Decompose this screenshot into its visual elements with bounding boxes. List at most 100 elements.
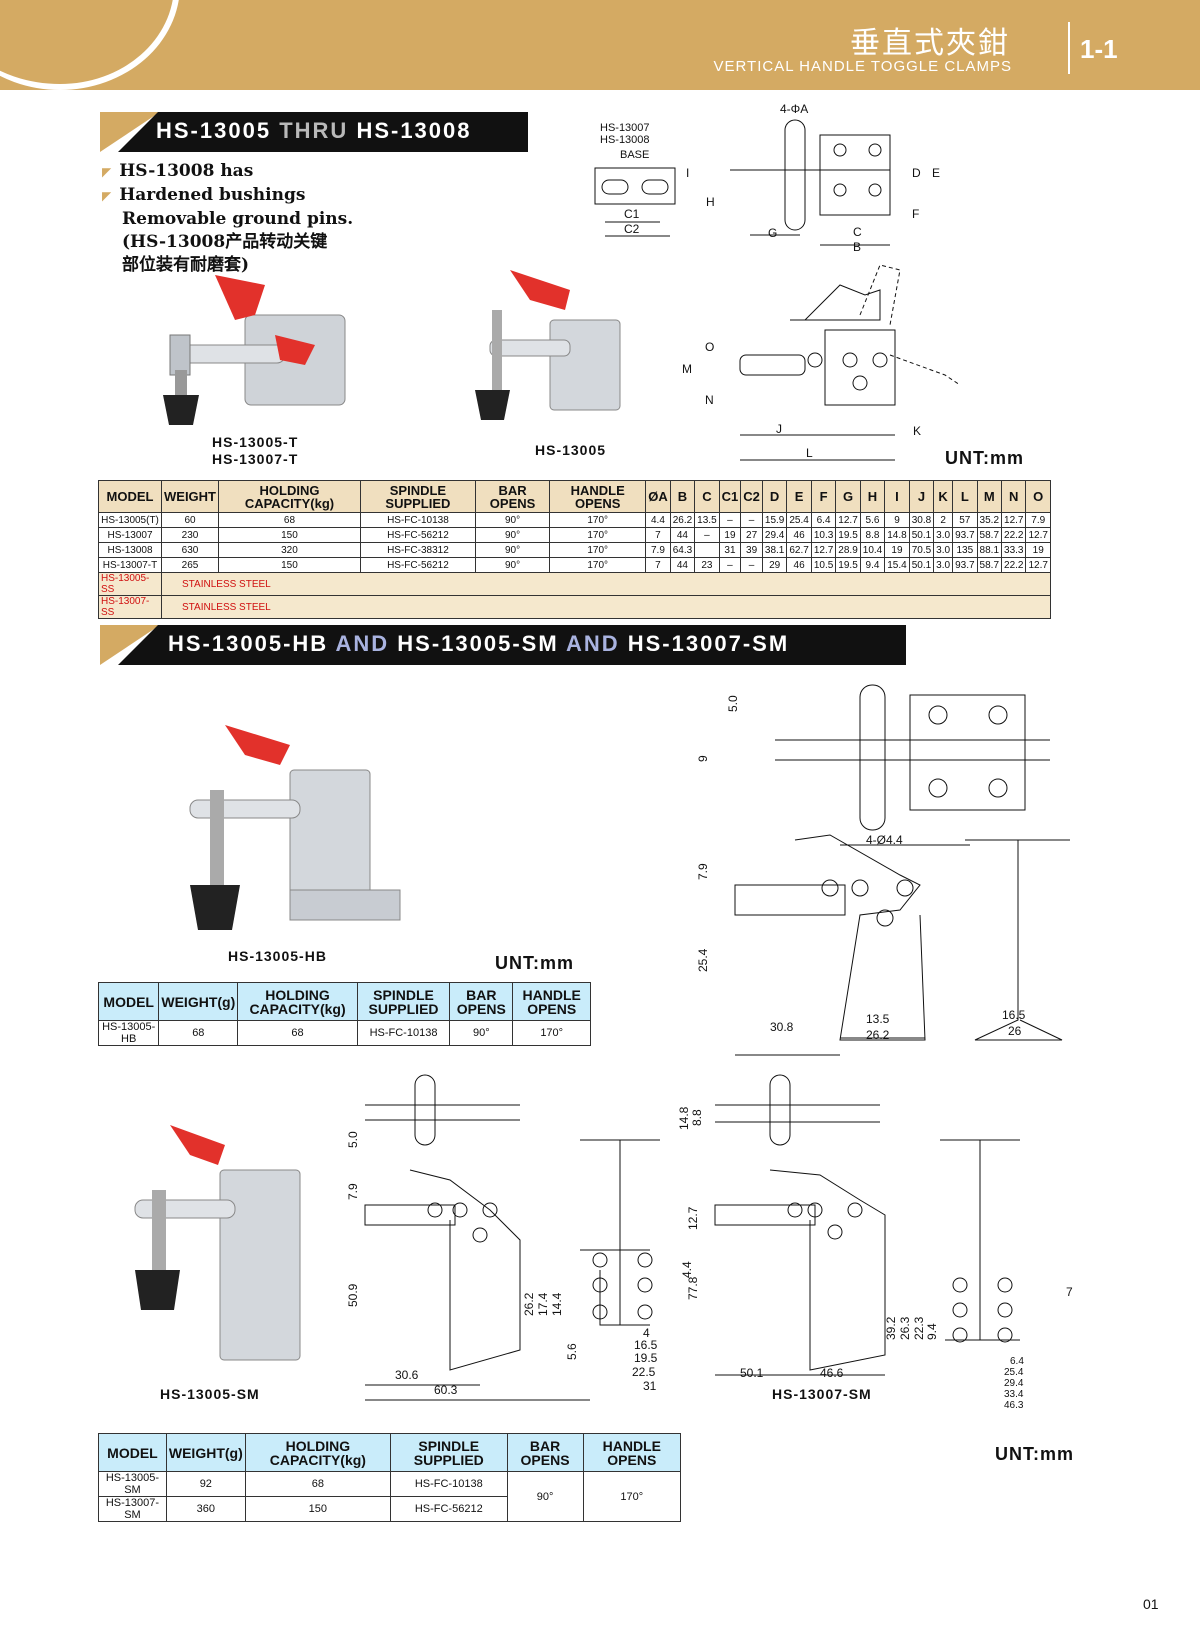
column-header: HANDLE OPENS [512,982,591,1021]
table-cell: 64.3 [669,542,696,558]
table-cell: 14.8 [884,527,910,543]
table-cell: HS-13005-HB [97,1020,160,1046]
banner-title: HS-13005 THRU HS-13008 [156,118,472,143]
dim-label: 13.5 [866,1012,890,1026]
table-cell: 150 [218,527,361,543]
sm-technical-drawing [364,1074,660,1401]
table-cell: – [718,512,742,528]
dim-label: 16.5 [1002,1008,1026,1022]
column-header: B [669,480,696,513]
clamp-photo-hs13005t [163,275,346,425]
table-cell: HS-13007 [98,527,162,543]
column-header: WEIGHT(g) [165,1433,246,1472]
table-cell: 46 [786,527,812,543]
banner-title: HS-13005-HB AND HS-13005-SM AND HS-13007… [168,631,790,656]
table-cell: – [740,557,763,573]
table-cell: 26.2 [669,512,696,528]
dim-label: 77.8 [686,1276,700,1300]
dim-label: 4 [643,1326,650,1340]
table-cell: 44 [669,557,696,573]
table-cell: 2 [933,512,954,528]
table-cell: 5.6 [859,512,886,528]
dim-label: 31 [643,1379,657,1393]
table-cell: 39 [740,542,763,558]
column-header: C [694,480,720,513]
table-cell: 58.7 [976,527,1003,543]
column-header: BAR OPENS [474,480,551,513]
table-cell: 3.0 [933,557,954,573]
clamp-technical-drawing [730,119,961,461]
table-cell: 15.4 [884,557,910,573]
title-english: VERTICAL HANDLE TOGGLE CLAMPS [713,58,1012,75]
dim-label: B [853,240,862,254]
column-header: MODEL [97,982,160,1021]
dim-label: 19.5 [634,1351,658,1365]
table-cell: 68 [218,512,361,528]
table-cell: 9 [884,512,910,528]
unit-label: UNT:mm [495,953,575,973]
table-cell [694,542,720,558]
table-cell: 135 [952,542,978,558]
sm7-technical-drawing [714,1074,1020,1376]
column-header: WEIGHT [161,480,219,513]
table-cell: 90° [474,557,551,573]
table-cell: 10.5 [810,557,837,573]
photo-caption: HS-13005-HB [228,948,327,964]
table-cell: 19 [884,542,910,558]
dim-label: 7.9 [696,863,710,880]
table-cell: STAINLESS STEEL [161,595,1051,619]
table-cell: 19 [718,527,742,543]
table-cell: 12.7 [1025,527,1051,543]
dim-label: J [776,422,782,436]
note-item: 部位装有耐磨套) [122,255,250,275]
table-cell: 90° [474,542,551,558]
column-header: M [976,480,1003,513]
dim-label: 29.4 [1004,1378,1024,1389]
column-header: HANDLE OPENS [582,1433,682,1472]
table-cell: 7 [645,527,671,543]
dim-label: 22.3 [912,1316,926,1340]
dim-label: 17.4 [536,1292,550,1316]
dim-label: 26.3 [898,1316,912,1340]
table-cell: 25.4 [786,512,812,528]
table-cell: 29.4 [761,527,788,543]
dim-label: 4.4 [680,1261,694,1278]
dim-label: C [853,225,862,239]
table-cell: 68 [158,1020,239,1046]
dim-label: 25.4 [1004,1367,1024,1378]
column-header: HOLDING CAPACITY(kg) [218,480,361,513]
table-cell: HS-13007-T [98,557,162,573]
table-cell: 170° [549,542,647,558]
table-cell: 62.7 [786,542,812,558]
table-cell: 3.0 [933,527,954,543]
dim-label: M [682,362,692,376]
table-cell: 230 [161,527,219,543]
dim-label: 39.2 [884,1316,898,1340]
dim-label: 5.0 [346,1131,360,1148]
note-item: ◤Hardened bushings [102,185,306,205]
table-cell: 90° [474,527,551,543]
table-cell: 50.1 [908,557,935,573]
column-header: SPINDLE SUPPLIED [389,1433,508,1472]
note-item: (HS-13008产品转动关键 [122,232,328,252]
table-cell: 22.2 [1001,527,1027,543]
column-header: BAR OPENS [506,1433,584,1472]
table-cell: 60 [161,512,219,528]
dim-label: 12.7 [686,1206,700,1230]
table-cell: 93.7 [952,527,978,543]
dim-label: 14.4 [550,1292,564,1316]
column-header: MODEL [98,1433,167,1472]
table-cell: HS-13008 [98,542,162,558]
table-cell: 29 [761,557,788,573]
table-cell: 19 [1025,542,1051,558]
base-drawing-title: HS-13007 HS-13008 [600,122,650,146]
table-cell: 12.7 [835,512,861,528]
column-header: K [933,480,954,513]
dim-label: 7 [1066,1285,1073,1299]
table-cell: STAINLESS STEEL [161,572,1051,596]
dim-label: 5.0 [726,695,740,712]
